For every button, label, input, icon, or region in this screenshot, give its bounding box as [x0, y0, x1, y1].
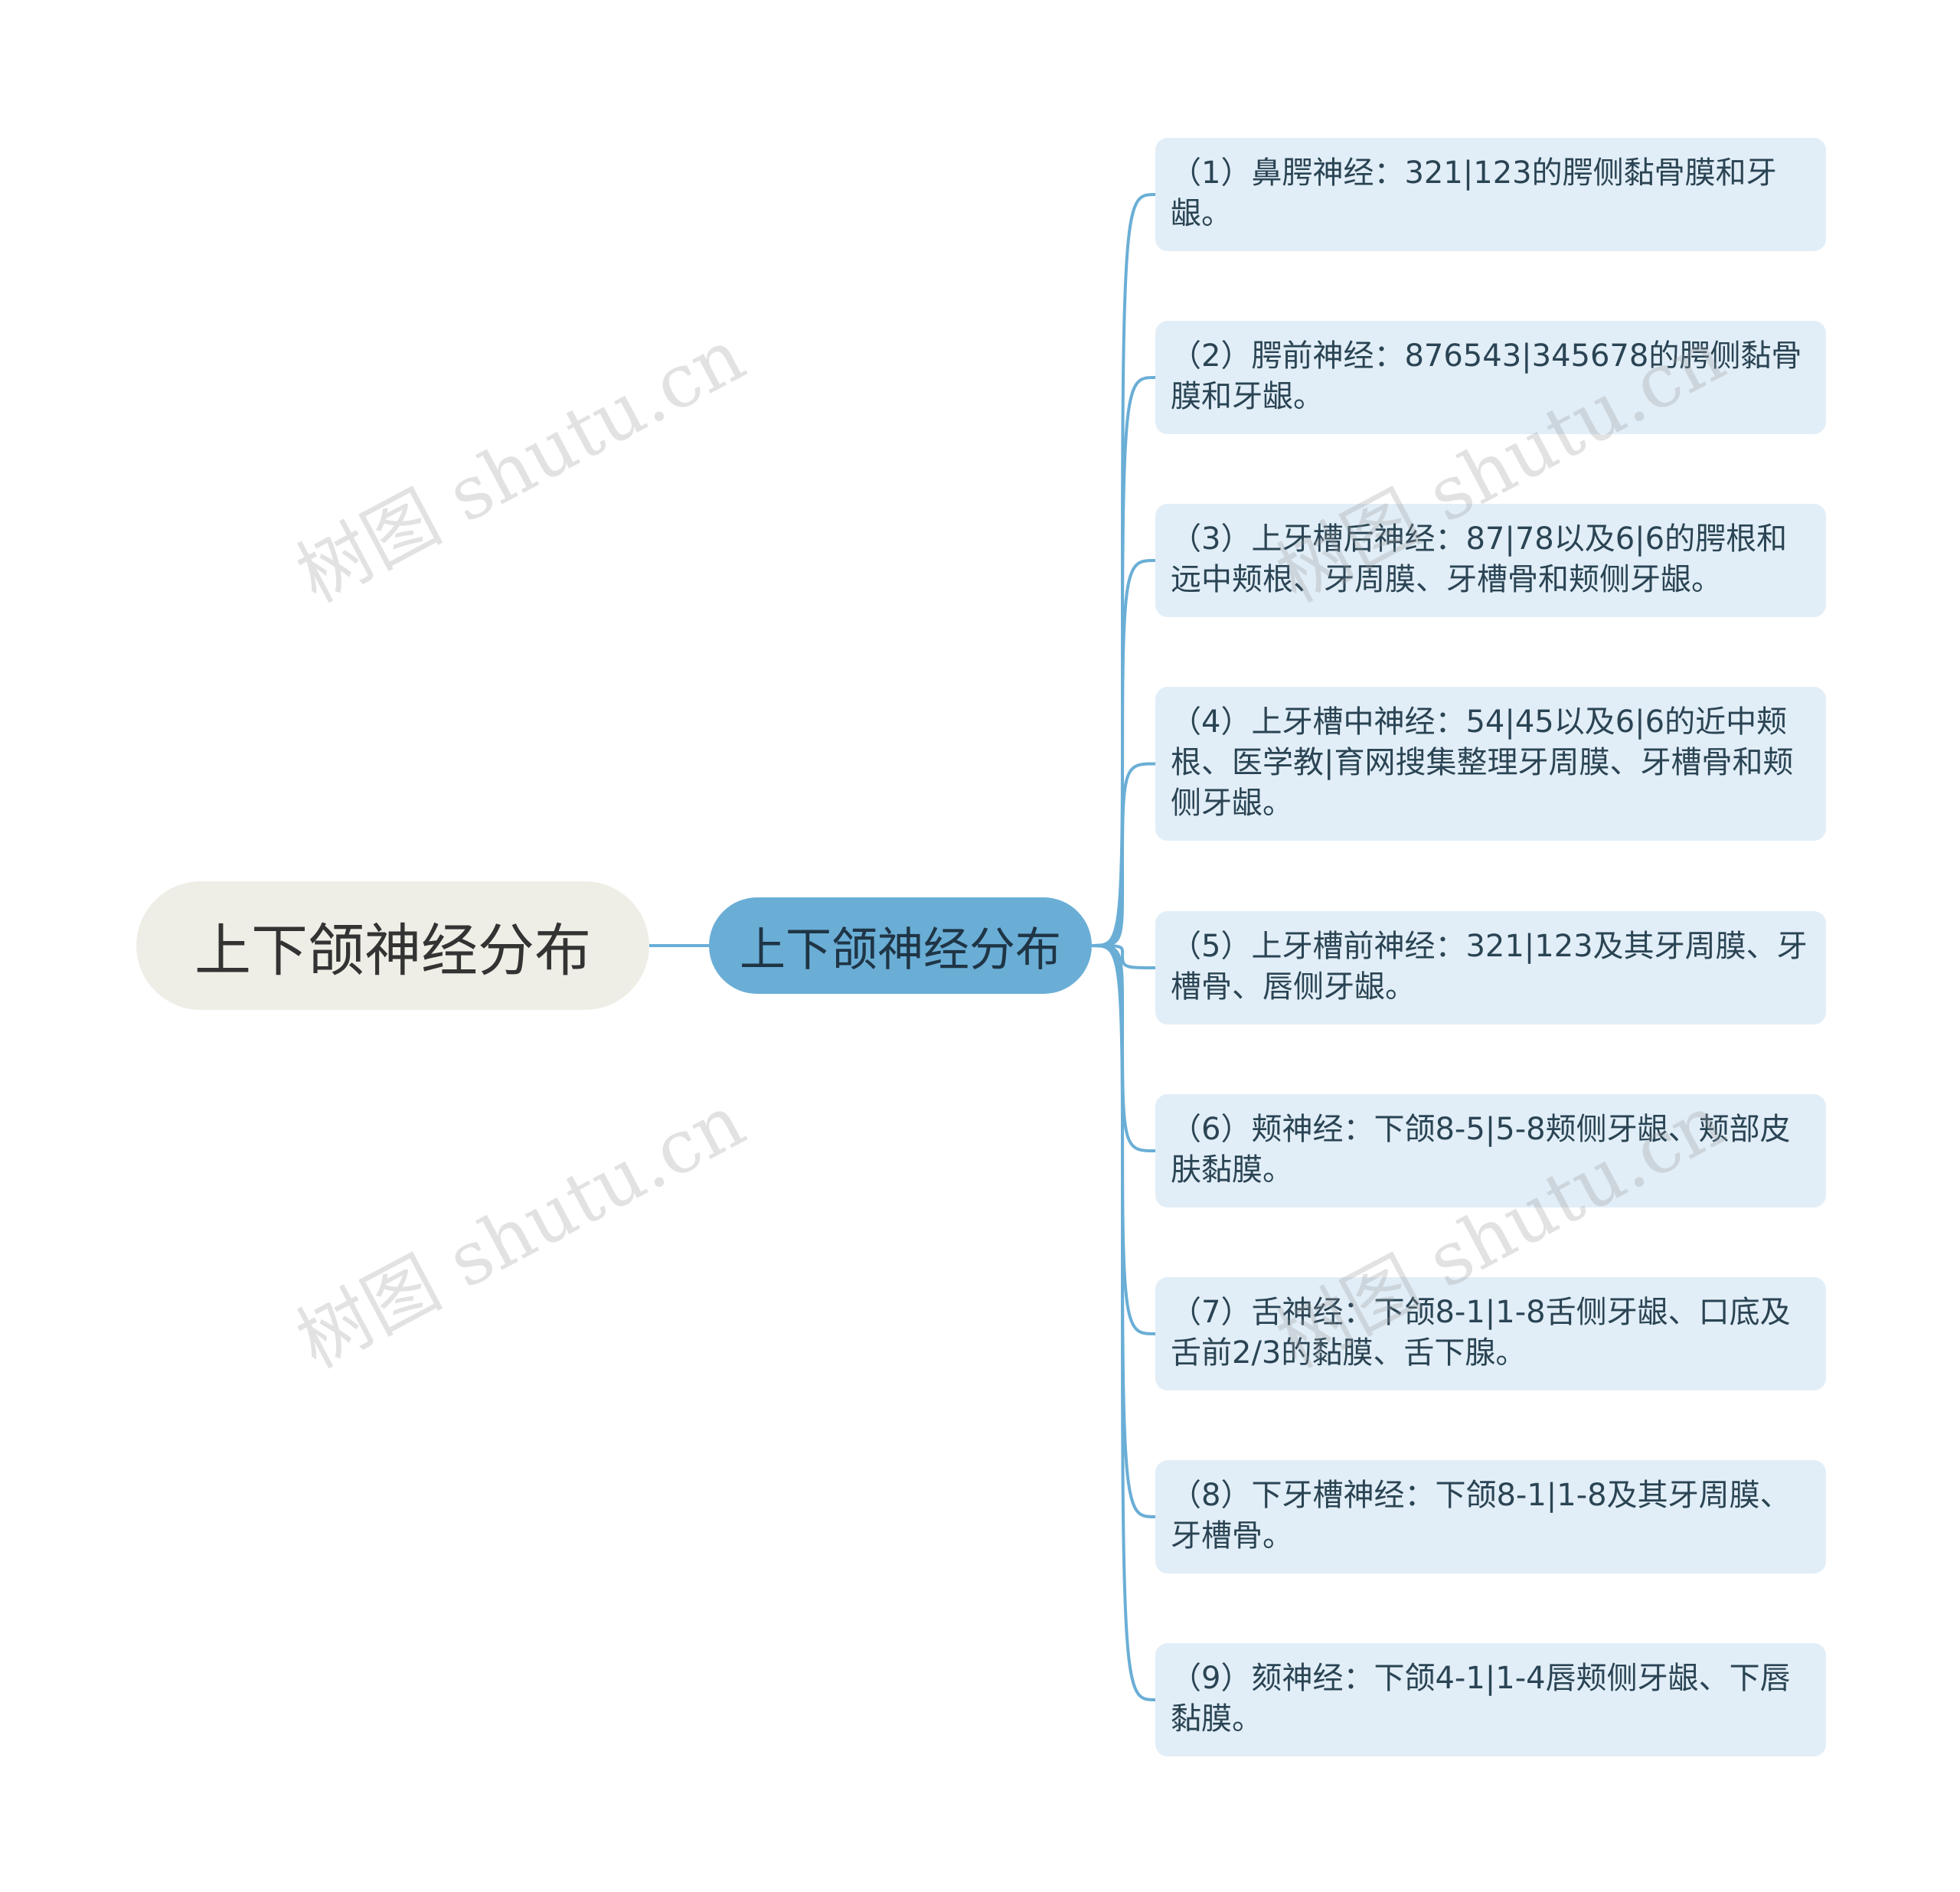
leaf-node-1[interactable]: （1）鼻腭神经：321|123的腭侧黏骨膜和牙龈。	[1155, 138, 1826, 251]
leaf-node-6[interactable]: （6）颊神经：下颌8-5|5-8颊侧牙龈、颊部皮肤黏膜。	[1155, 1094, 1826, 1207]
branch-node[interactable]: 上下颌神经分布	[709, 897, 1092, 994]
leaf-node-text: （7）舌神经：下颌8-1|1-8舌侧牙龈、口底及舌前2/3的黏膜、舌下腺。	[1171, 1295, 1791, 1371]
leaf-node-text: （2）腭前神经：876543|345678的腭侧黏骨膜和牙龈。	[1171, 338, 1802, 414]
leaf-node-text: （1）鼻腭神经：321|123的腭侧黏骨膜和牙龈。	[1171, 155, 1777, 231]
leaf-node-text: （9）颏神经：下颌4-1|1-4唇颊侧牙龈、下唇黏膜。	[1171, 1661, 1791, 1737]
leaf-node-text: （6）颊神经：下颌8-5|5-8颊侧牙龈、颊部皮肤黏膜。	[1171, 1112, 1791, 1188]
leaf-connector	[1091, 559, 1156, 947]
leaf-node-9[interactable]: （9）颏神经：下颌4-1|1-4唇颊侧牙龈、下唇黏膜。	[1155, 1643, 1826, 1756]
root-node[interactable]: 上下颌神经分布	[136, 881, 649, 1010]
leaf-node-text: （8）下牙槽神经：下颌8-1|1-8及其牙周膜、牙槽骨。	[1171, 1478, 1791, 1554]
leaf-node-text: （5）上牙槽前神经：321|123及其牙周膜、牙槽骨、唇侧牙龈。	[1171, 929, 1808, 1005]
branch-node-label: 上下颌神经分布	[740, 923, 1061, 977]
root-node-label: 上下颌神经分布	[194, 917, 591, 984]
leaf-node-5[interactable]: （5）上牙槽前神经：321|123及其牙周膜、牙槽骨、唇侧牙龈。	[1155, 911, 1826, 1024]
leaf-node-3[interactable]: （3）上牙槽后神经：87|78以及6|6的腭根和远中颊根、牙周膜、牙槽骨和颊侧牙…	[1155, 504, 1826, 617]
leaf-connector	[1091, 944, 1156, 969]
leaf-node-2[interactable]: （2）腭前神经：876543|345678的腭侧黏骨膜和牙龈。	[1155, 321, 1826, 434]
leaf-node-4[interactable]: （4）上牙槽中神经：54|45以及6|6的近中颊根、医学教|育网搜集整理牙周膜、…	[1155, 687, 1826, 841]
leaf-node-text: （3）上牙槽后神经：87|78以及6|6的腭根和远中颊根、牙周膜、牙槽骨和颊侧牙…	[1171, 521, 1788, 597]
leaf-connector	[1091, 944, 1156, 1701]
leaf-connectors	[1091, 193, 1156, 1701]
leaf-node-text: （4）上牙槽中神经：54|45以及6|6的近中颊根、医学教|育网搜集整理牙周膜、…	[1171, 704, 1794, 821]
leaf-connector	[1091, 762, 1156, 947]
leaf-node-7[interactable]: （7）舌神经：下颌8-1|1-8舌侧牙龈、口底及舌前2/3的黏膜、舌下腺。	[1155, 1277, 1826, 1390]
leaf-node-8[interactable]: （8）下牙槽神经：下颌8-1|1-8及其牙周膜、牙槽骨。	[1155, 1460, 1826, 1573]
